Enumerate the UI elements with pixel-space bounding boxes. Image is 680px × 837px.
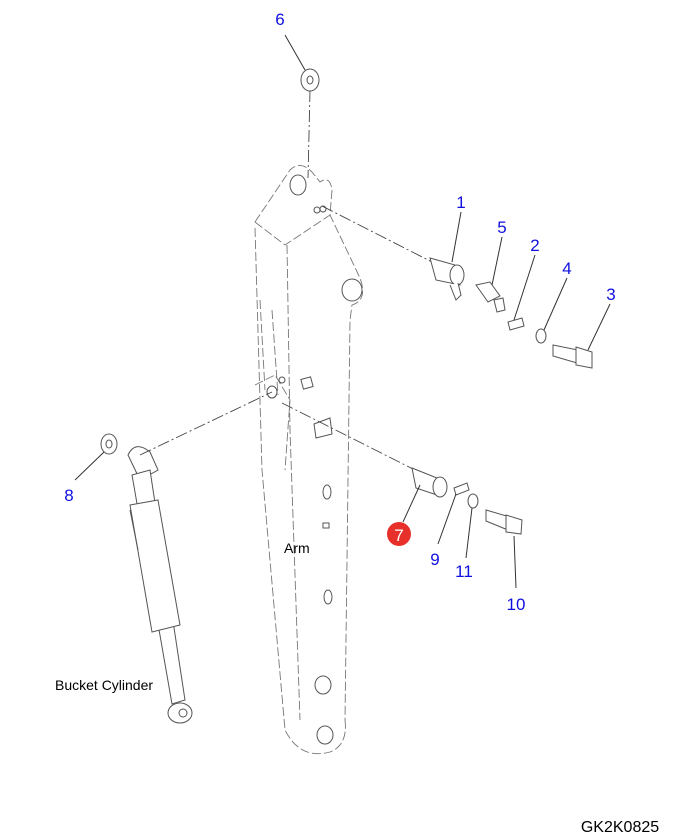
plate-2 (507, 317, 525, 331)
grease-fitting-5 (475, 281, 506, 313)
bucket-cylinder-drawing (127, 446, 193, 724)
pin-7 (411, 467, 448, 498)
washer-4 (535, 328, 547, 344)
bolt-10 (485, 509, 523, 535)
callout-2[interactable]: 2 (530, 236, 539, 255)
highlight-badge (387, 522, 411, 546)
callout-7: 7 (394, 526, 403, 545)
plate-9 (453, 482, 470, 496)
callout-9[interactable]: 9 (430, 550, 439, 569)
callout-7-highlighted[interactable]: 7 (387, 522, 411, 546)
washer-8 (100, 433, 118, 455)
callout-5[interactable]: 5 (497, 218, 506, 237)
arm-drawing (254, 165, 364, 755)
callout-1[interactable]: 1 (456, 193, 465, 212)
callout-6[interactable]: 6 (275, 10, 284, 29)
washer-11 (467, 493, 479, 509)
bucket-cylinder-label: Bucket Cylinder (55, 677, 153, 693)
bolt-3 (552, 344, 593, 369)
pin-1 (429, 257, 465, 301)
callout-10[interactable]: 10 (507, 595, 526, 614)
callout-8[interactable]: 8 (64, 486, 73, 505)
callout-4[interactable]: 4 (562, 259, 571, 278)
callout-3[interactable]: 3 (606, 285, 615, 304)
callout-11[interactable]: 11 (455, 562, 473, 581)
washer-6 (300, 68, 320, 92)
arm-label: Arm (284, 540, 310, 556)
drawing-code: GK2K0825 (581, 819, 659, 836)
